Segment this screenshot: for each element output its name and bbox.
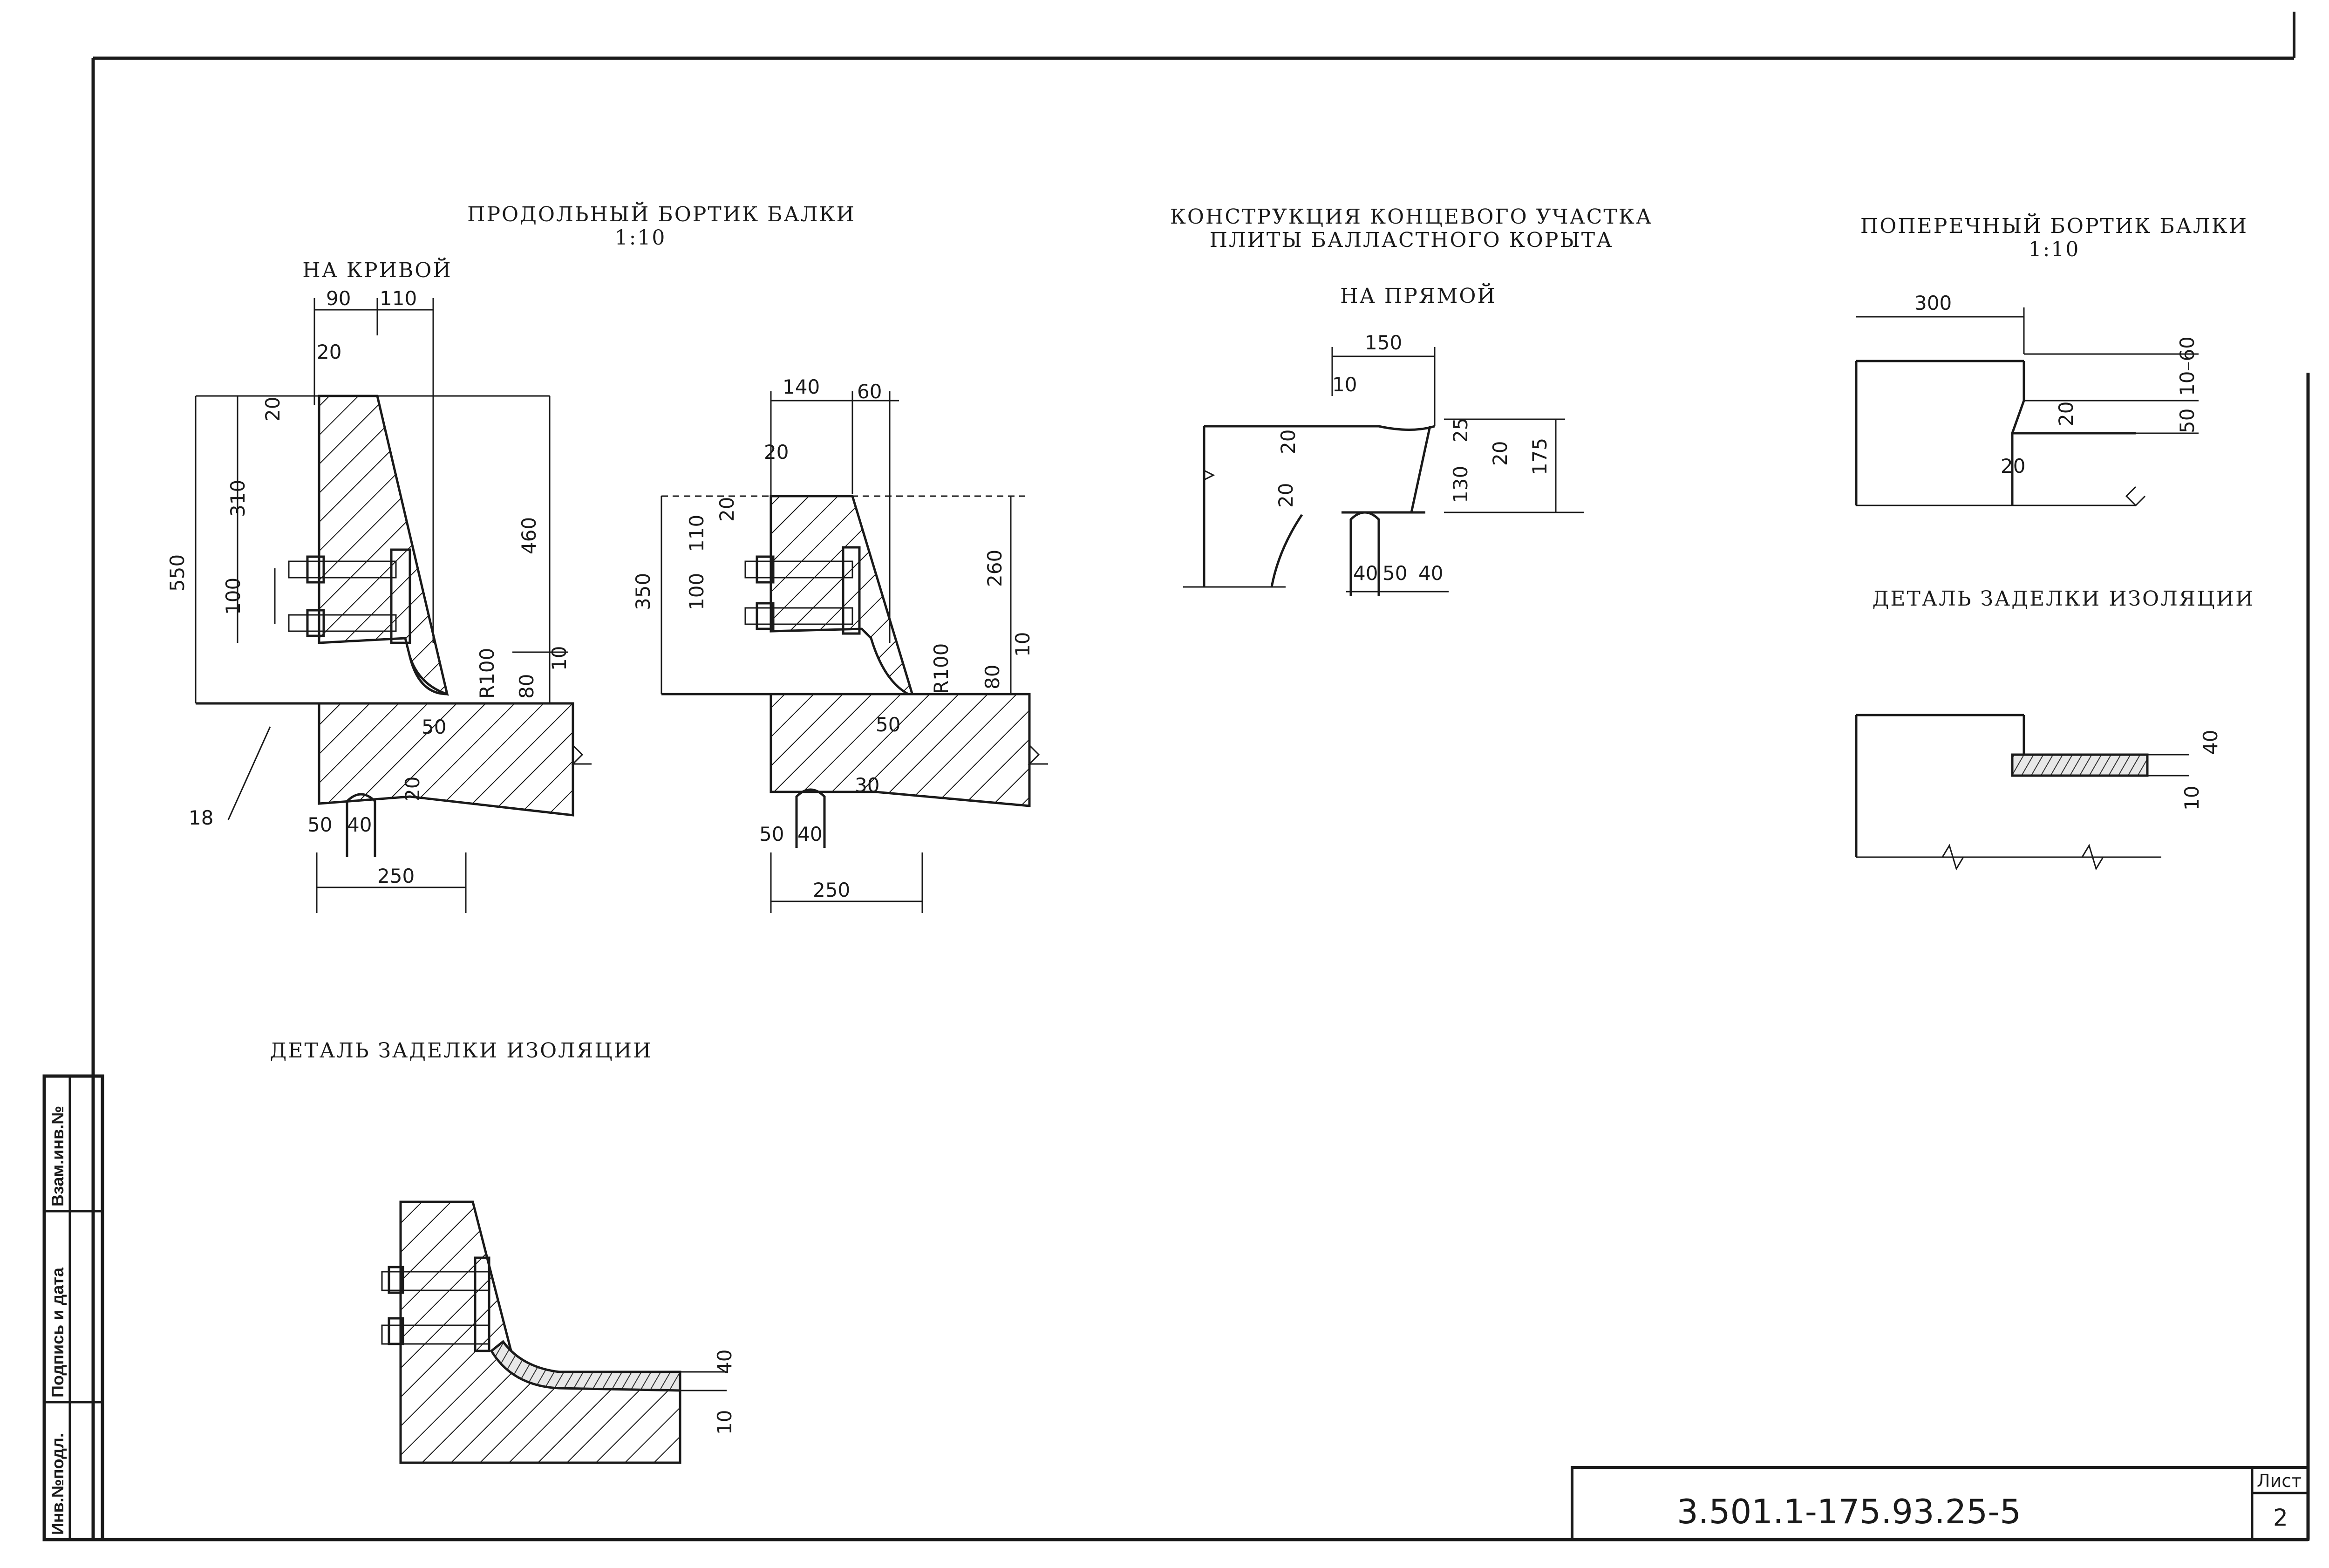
insulation-layer	[490, 1340, 681, 1392]
dim-10: 10	[548, 646, 571, 671]
dim-20: 20	[2055, 402, 2077, 426]
dim-50: 50	[2176, 409, 2199, 433]
dim-110: 110	[685, 515, 708, 552]
dim-100: 100	[685, 573, 708, 610]
dim-460: 460	[518, 517, 540, 554]
dim-20-side: 20	[715, 497, 738, 522]
title-block: 3.501.1-175.93.25-5 Лист 2	[1571, 1466, 2309, 1541]
title-on-straight: НА ПРЯМОЙ	[1340, 283, 1497, 308]
dim-250: 250	[377, 865, 415, 887]
leader-18: 18	[189, 806, 213, 829]
dim-20-bottom: 20	[2001, 455, 2025, 477]
dim-150: 150	[1365, 331, 1402, 354]
dim-175: 175	[1528, 438, 1551, 475]
dim-40: 40	[2199, 730, 2222, 755]
dim-50-diag: 50	[876, 713, 900, 736]
dim-80: 80	[981, 665, 1004, 689]
dim-20-top: 20	[317, 341, 341, 363]
view-insulation-right: 40 10	[1855, 714, 2222, 871]
side-stamp: Инв.№подл. Подпись и дата Взам.инв.№	[42, 1074, 104, 1541]
dim-250: 250	[813, 879, 850, 901]
dim-10: 10	[713, 1410, 736, 1435]
document-code: 3.501.1-175.93.25-5	[1677, 1492, 2021, 1531]
view-transverse-curb: 300 10–60 20 50 20	[1855, 292, 2199, 507]
dim-300: 300	[1914, 292, 1952, 314]
dim-40: 40	[797, 823, 822, 845]
dim-10-60: 10–60	[2176, 336, 2199, 396]
dim-20b: 20	[1489, 441, 1512, 466]
dim-40: 40	[347, 813, 372, 836]
dim-20a: 20	[1277, 429, 1300, 454]
view-straight-curb: 140 60 20 20 110 350 100 260 R100 10 80 …	[632, 375, 1048, 913]
dim-100: 100	[222, 578, 245, 615]
sheet-label: Лист	[2257, 1471, 2302, 1491]
dim-50: 50	[307, 813, 332, 836]
title-insulation-left: ДЕТАЛЬ ЗАДЕЛКИ ИЗОЛЯЦИИ	[270, 1039, 653, 1063]
dim-r100: R100	[476, 648, 498, 699]
dim-40a: 40	[1353, 562, 1378, 585]
dim-260: 260	[983, 550, 1006, 587]
insulation-layer	[2011, 753, 2149, 777]
dim-20-side: 20	[261, 397, 284, 422]
title-longitudinal: ПРОДОЛЬНЫЙ БОРТИК БАЛКИ	[467, 201, 856, 226]
dim-60: 60	[857, 380, 882, 403]
title-end-section-1: КОНСТРУКЦИЯ КОНЦЕВОГО УЧАСТКА	[1170, 205, 1653, 229]
dim-10: 10	[1011, 632, 1034, 657]
stamp-vzam: Взам.инв.№	[48, 1106, 67, 1207]
dim-110: 110	[380, 287, 417, 310]
dim-20c: 20	[1274, 483, 1297, 508]
stamp-inv-no: Инв.№подл.	[48, 1433, 67, 1535]
dim-350: 350	[632, 573, 654, 610]
dim-50-diag: 50	[422, 716, 446, 738]
dim-550: 550	[166, 554, 189, 592]
dim-40b: 40	[1418, 562, 1443, 585]
dim-80: 80	[515, 674, 538, 699]
dim-20-top: 20	[764, 441, 789, 464]
dim-20-small: 20	[401, 777, 424, 801]
dim-10: 10	[2180, 786, 2203, 811]
curb-section	[318, 395, 449, 696]
dim-130: 130	[1449, 466, 1472, 503]
dim-10: 10	[1332, 373, 1357, 396]
title-transverse-scale: 1:10	[2029, 238, 2080, 261]
dim-50: 50	[1382, 562, 1407, 585]
dim-30: 30	[855, 774, 879, 797]
view-insulation-left: 40 10	[381, 1200, 736, 1464]
curb-section	[399, 1200, 681, 1464]
view-end-section: 150 10 20 25 20 130 175 20 40 50 40	[1183, 331, 1584, 596]
sheet-frame	[91, 12, 2310, 1541]
dim-25: 25	[1449, 418, 1472, 443]
view-curve-curb: 90 110 20 20 310 550 100 460 R100 10 80 …	[166, 287, 592, 913]
title-transverse: ПОПЕРЕЧНЫЙ БОРТИК БАЛКИ	[1860, 213, 2248, 238]
stamp-sign-date: Подпись и дата	[48, 1267, 67, 1398]
sheet-number: 2	[2273, 1504, 2288, 1531]
title-insulation-right: ДЕТАЛЬ ЗАДЕЛКИ ИЗОЛЯЦИИ	[1873, 587, 2255, 611]
dim-90: 90	[326, 287, 351, 310]
title-end-section-2: ПЛИТЫ БАЛЛАСТНОГО КОРЫТА	[1210, 228, 1614, 252]
dim-310: 310	[226, 480, 249, 517]
title-longitudinal-scale: 1:10	[615, 226, 667, 250]
dim-40: 40	[713, 1350, 736, 1374]
dim-50: 50	[759, 823, 784, 845]
drawing-titles: ПРОДОЛЬНЫЙ БОРТИК БАЛКИ 1:10 НА КРИВОЙ К…	[270, 201, 2255, 1063]
dim-r100: R100	[930, 643, 953, 694]
title-on-curve: НА КРИВОЙ	[302, 257, 452, 282]
dim-140: 140	[783, 375, 820, 398]
